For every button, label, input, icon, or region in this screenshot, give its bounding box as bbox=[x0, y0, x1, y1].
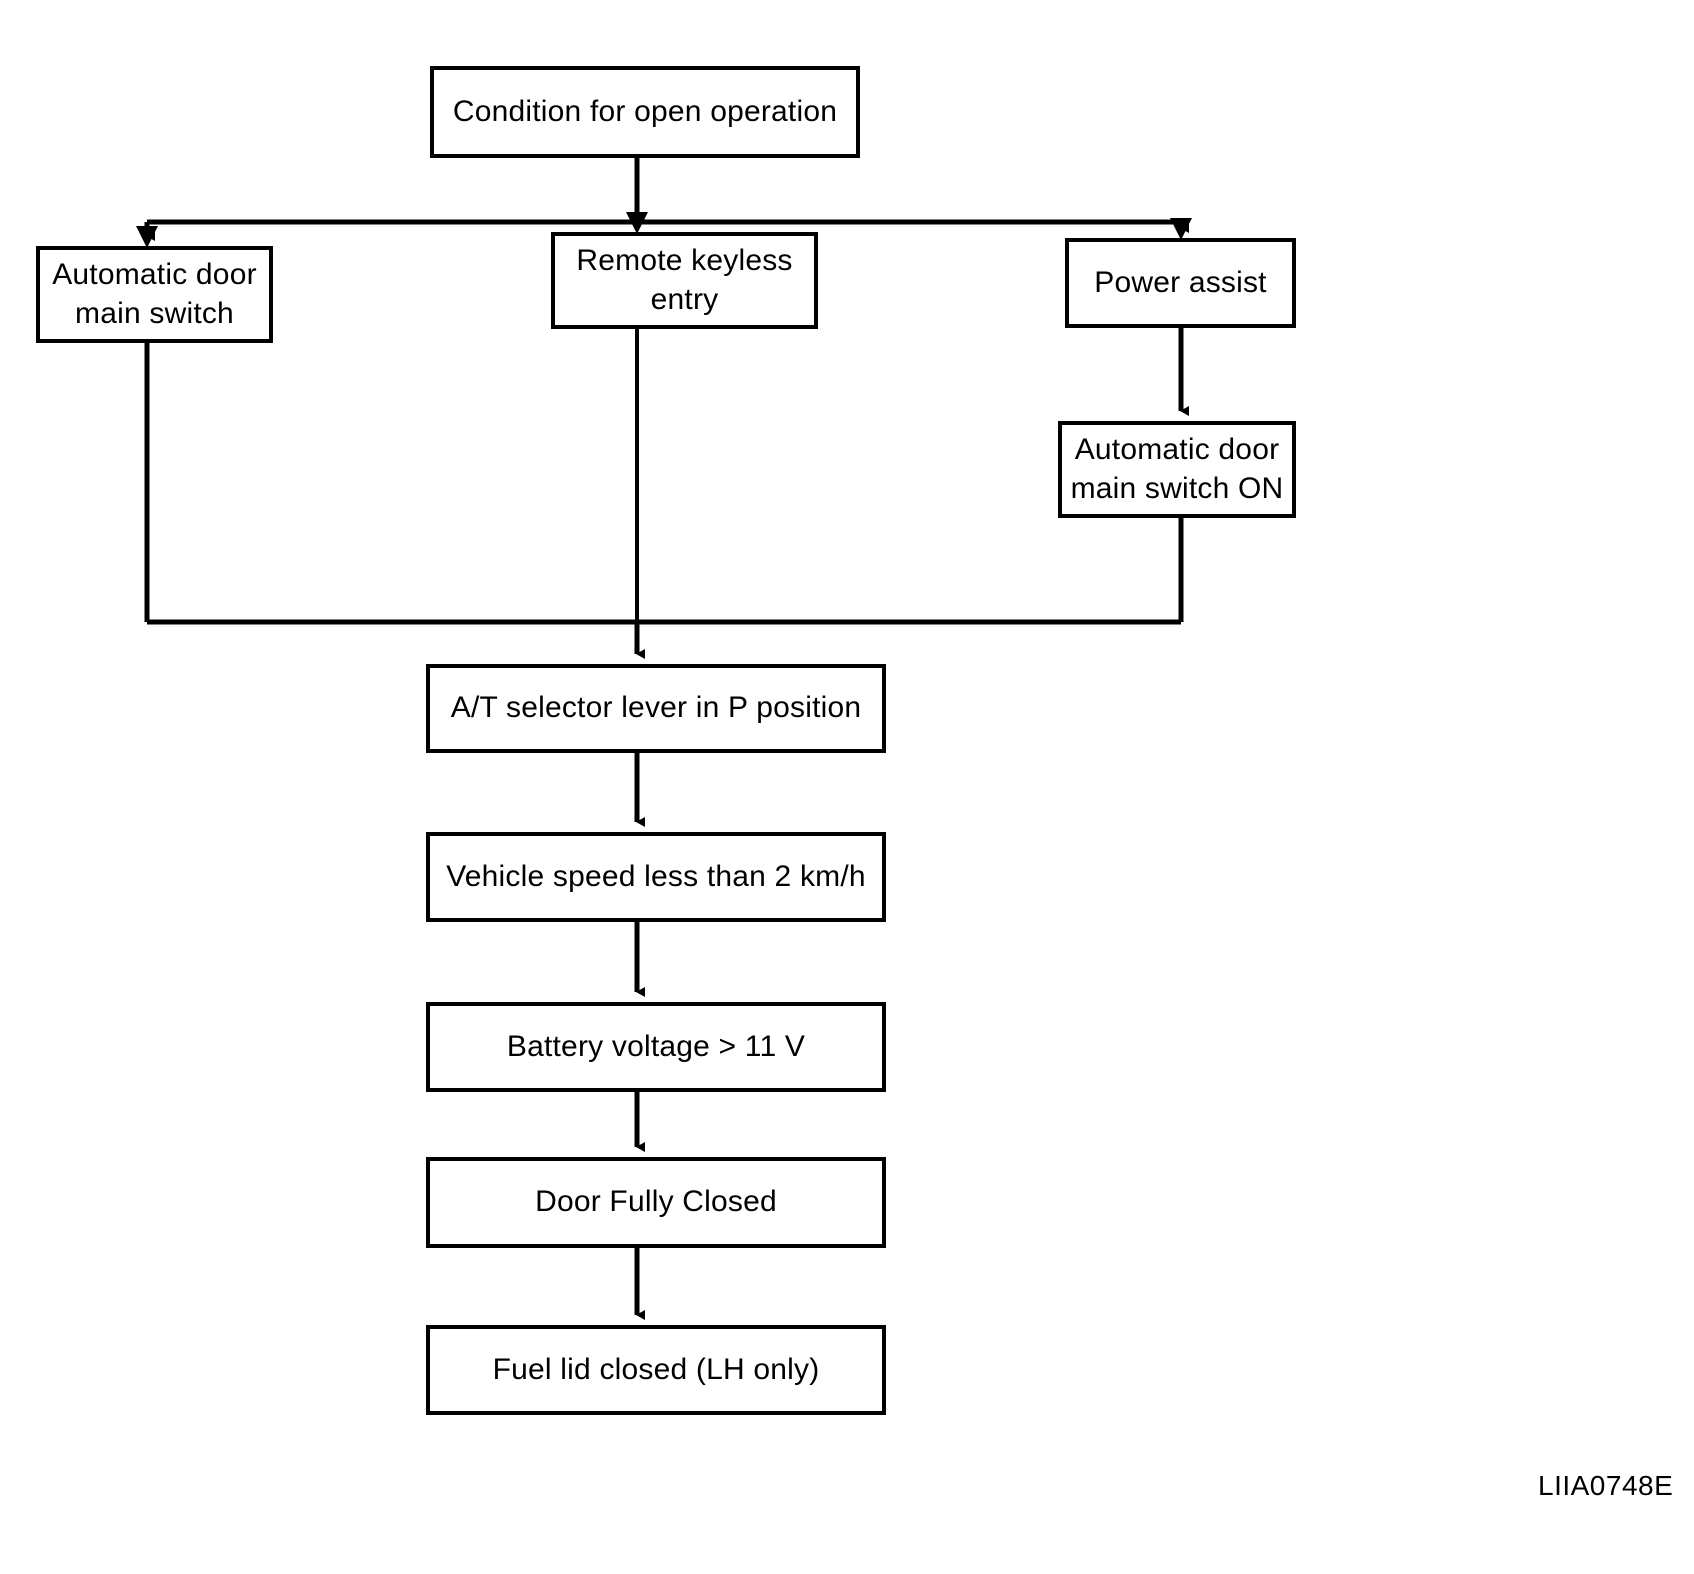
figure-reference-code: LIIA0748E bbox=[1538, 1470, 1674, 1501]
node-power-assist[interactable]: Power assist bbox=[1065, 238, 1296, 328]
node-vehicle-speed-less-than-2-kmh[interactable]: Vehicle speed less than 2 km/h bbox=[426, 832, 886, 922]
node-door-fully-closed[interactable]: Door Fully Closed bbox=[426, 1157, 886, 1248]
node-at-selector-lever-p-position[interactable]: A/T selector lever in P position bbox=[426, 664, 886, 753]
node-automatic-door-main-switch[interactable]: Automatic door main switch bbox=[36, 246, 273, 343]
node-battery-voltage[interactable]: Battery voltage > 11 V bbox=[426, 1002, 886, 1092]
arrowhead-power-assist bbox=[1170, 218, 1192, 240]
node-condition-for-open-operation[interactable]: Condition for open operation bbox=[430, 66, 860, 158]
node-automatic-door-main-switch-on[interactable]: Automatic door main switch ON bbox=[1058, 421, 1296, 518]
arrowhead-auto-door-switch bbox=[136, 226, 158, 248]
node-fuel-lid-closed[interactable]: Fuel lid closed (LH only) bbox=[426, 1325, 886, 1415]
node-remote-keyless-entry[interactable]: Remote keyless entry bbox=[551, 232, 818, 329]
arrowhead-remote-keyless bbox=[626, 212, 648, 234]
arrowhead-group bbox=[136, 212, 1192, 248]
